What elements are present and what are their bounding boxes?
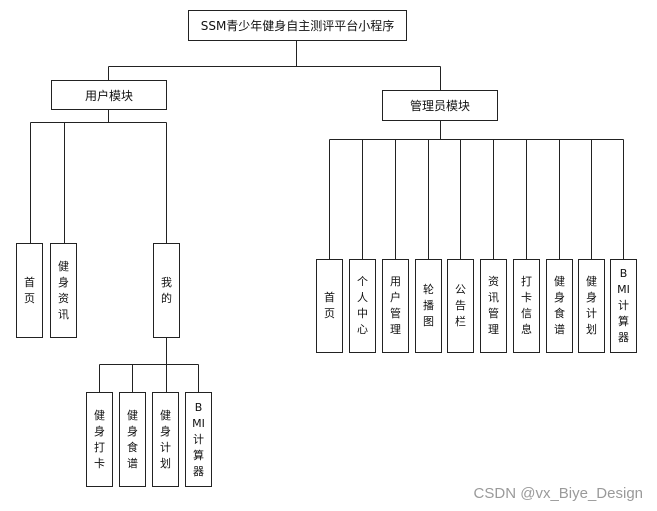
my-plan-node: 健身计划 — [152, 392, 179, 487]
my-bmi-label: BMI计算器 — [192, 400, 205, 478]
root-node: SSM青少年健身自主测评平台小程序 — [188, 10, 407, 41]
admin-recipes-node: 健身食谱 — [546, 259, 573, 353]
admin-checkin-info-node: 打卡信息 — [513, 259, 540, 353]
admin-checkin-info-label: 打卡信息 — [521, 275, 532, 336]
my-recipes-node: 健身食谱 — [119, 392, 146, 487]
user-module-node: 用户模块 — [51, 80, 167, 110]
my-checkin-label: 健身打卡 — [94, 408, 105, 470]
admin-news-management-node: 资讯管理 — [480, 259, 507, 353]
admin-home-label: 首页 — [324, 291, 335, 320]
admin-carousel-label: 轮播图 — [423, 283, 434, 328]
admin-carousel-node: 轮播图 — [415, 259, 442, 353]
my-bmi-node: BMI计算器 — [185, 392, 212, 487]
csdn-watermark: CSDN @vx_Biye_Design — [473, 485, 643, 502]
user-module-label: 用户模块 — [84, 88, 133, 103]
user-home-node: 首页 — [16, 243, 43, 338]
admin-plan-label: 健身计划 — [586, 275, 597, 336]
admin-user-management-node: 用户管理 — [382, 259, 409, 353]
admin-user-management-label: 用户管理 — [390, 275, 401, 336]
my-plan-label: 健身计划 — [160, 408, 171, 470]
user-fitness-news-node: 健身资讯 — [50, 243, 77, 338]
admin-plan-node: 健身计划 — [578, 259, 605, 353]
admin-module-node: 管理员模块 — [382, 90, 498, 121]
user-my-node: 我的 — [153, 243, 180, 338]
my-recipes-label: 健身食谱 — [127, 408, 138, 470]
admin-home-node: 首页 — [316, 259, 343, 353]
user-fitness-news-label: 健身资讯 — [58, 259, 69, 321]
admin-bmi-node: BMI计算器 — [610, 259, 637, 353]
admin-personal-center-node: 个人中心 — [349, 259, 376, 353]
admin-bmi-label: BMI计算器 — [617, 267, 630, 344]
user-home-label: 首页 — [24, 275, 35, 305]
admin-notice-board-label: 公告栏 — [455, 283, 466, 328]
admin-module-label: 管理员模块 — [409, 99, 470, 113]
user-my-label: 我的 — [161, 275, 172, 305]
my-checkin-node: 健身打卡 — [86, 392, 113, 487]
admin-notice-board-node: 公告栏 — [447, 259, 474, 353]
admin-personal-center-label: 个人中心 — [357, 275, 368, 336]
admin-news-management-label: 资讯管理 — [488, 275, 499, 336]
admin-recipes-label: 健身食谱 — [554, 275, 565, 336]
root-label: SSM青少年健身自主测评平台小程序 — [200, 19, 395, 33]
